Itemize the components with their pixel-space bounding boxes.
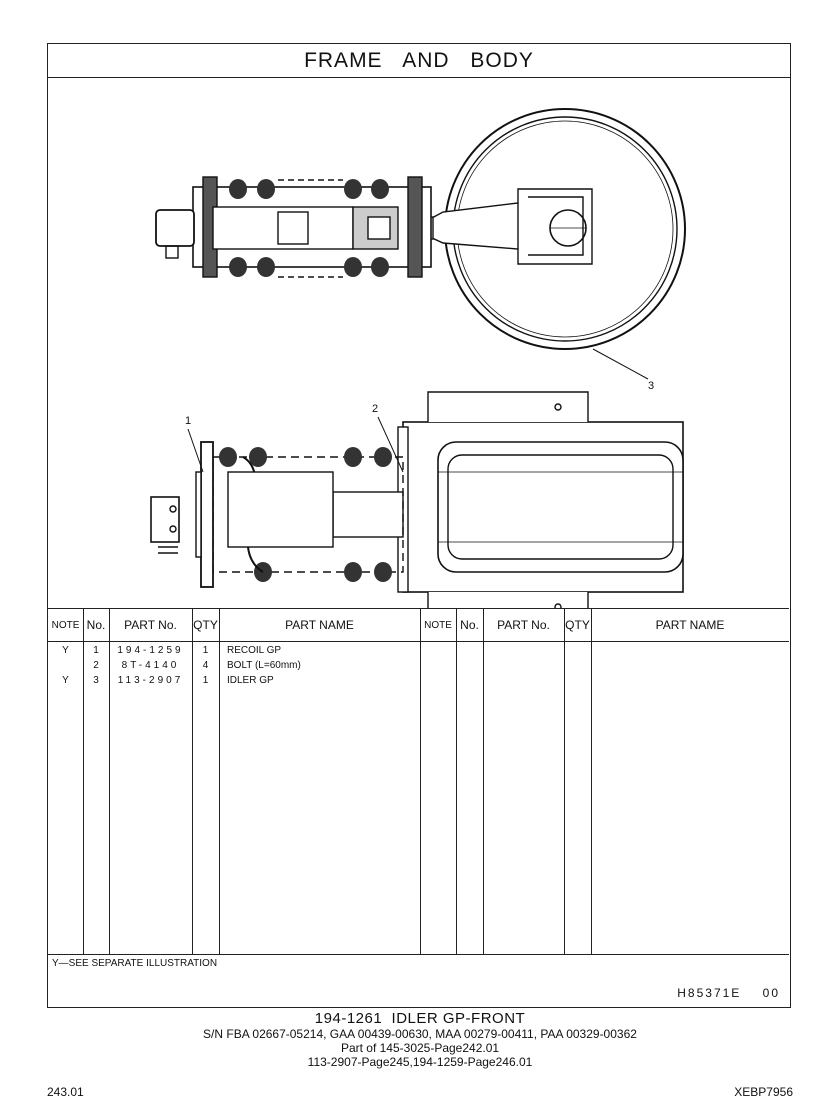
row-number: 3 xyxy=(93,675,99,686)
row-number: 2 xyxy=(93,660,99,671)
header-part-no: PART No. xyxy=(124,618,177,632)
row-part-number: 8T-4140 xyxy=(121,660,180,671)
row-note: Y xyxy=(62,645,69,656)
row-part-name: RECOIL GP xyxy=(227,645,282,656)
header-no: No. xyxy=(86,618,106,632)
header-qty: QTY xyxy=(193,618,218,632)
top-view-drawing xyxy=(155,108,686,350)
row-part-number: 113-2907 xyxy=(117,675,184,686)
leader-lines xyxy=(187,348,649,473)
callout-3: 3 xyxy=(648,380,654,392)
row-note: Y xyxy=(62,675,69,686)
header-part-no-2: PART No. xyxy=(497,618,550,632)
row-part-number: 194-1259 xyxy=(117,645,184,656)
parts-table: NOTE No. PART No. QTY PART NAME NOTE No.… xyxy=(48,608,789,955)
idler-illustration: 1 2 3 xyxy=(150,108,686,608)
drawing-code: H85371E 00 xyxy=(677,986,780,1000)
header-note-2: NOTE xyxy=(424,619,452,631)
page-number: 243.01 xyxy=(47,1085,84,1099)
caption-serial-numbers: S/N FBA 02667-05214, GAA 00439-00630, MA… xyxy=(203,1027,637,1041)
callout-2: 2 xyxy=(372,403,378,415)
document-id: XEBP7956 xyxy=(734,1085,793,1099)
caption-part-of: Part of 145-3025-Page242.01 xyxy=(340,1041,500,1055)
header-part-name: PART NAME xyxy=(285,618,354,632)
table-header xyxy=(48,609,789,642)
footnote: Y—SEE SEPARATE ILLUSTRATION xyxy=(52,958,218,969)
row-quantity: 4 xyxy=(202,660,209,671)
header-note: NOTE xyxy=(51,619,80,631)
callout-1: 1 xyxy=(185,415,191,427)
caption-title: 194-1261 IDLER GP-FRONT xyxy=(314,1010,526,1027)
page-title: FRAME AND BODY xyxy=(48,44,790,78)
row-quantity: 1 xyxy=(202,675,209,686)
parts-page-frame: FRAME AND BODY xyxy=(47,43,791,1008)
header-no-2: No. xyxy=(460,618,479,632)
side-view-drawing xyxy=(150,391,684,608)
footnote-divider xyxy=(48,954,789,955)
row-part-name: BOLT (L=60mm) xyxy=(227,660,301,671)
header-part-name-2: PART NAME xyxy=(655,618,725,632)
row-note xyxy=(48,658,83,673)
header-qty-2: QTY xyxy=(565,618,590,632)
row-part-name: IDLER GP xyxy=(227,675,274,686)
caption-references: 113-2907-Page245,194-1259-Page246.01 xyxy=(307,1055,533,1069)
row-number: 1 xyxy=(93,645,99,656)
row-quantity: 1 xyxy=(202,645,209,656)
